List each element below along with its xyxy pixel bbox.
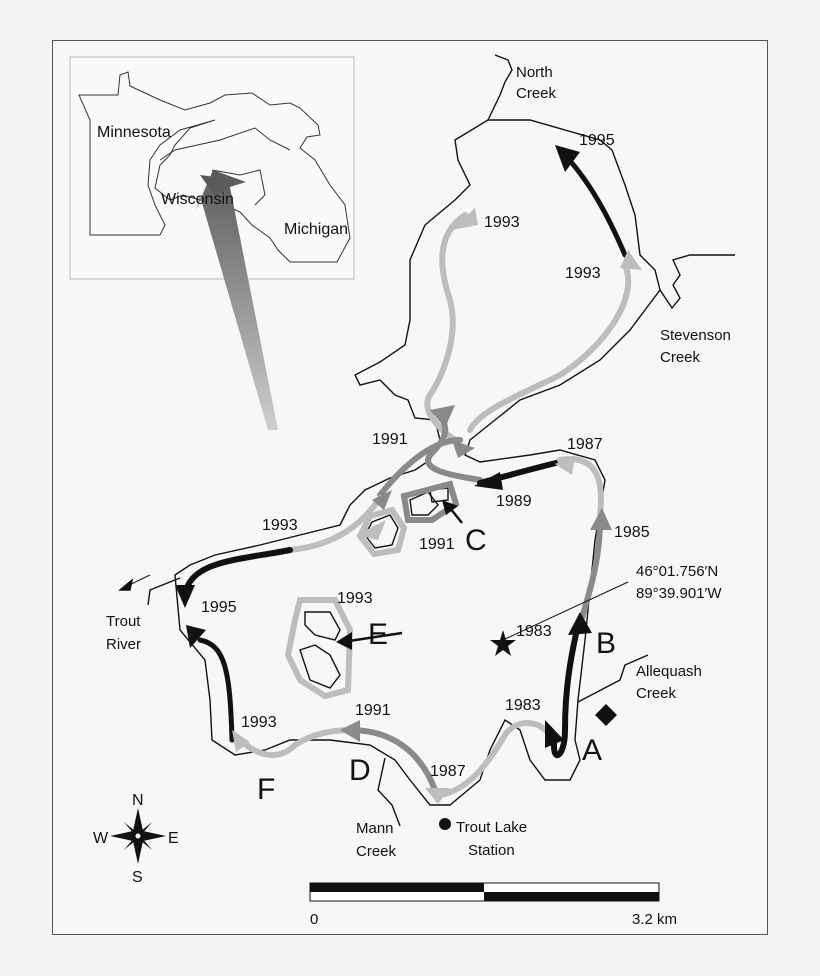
compass-n: N	[132, 792, 144, 809]
scale-start: 0	[310, 911, 318, 928]
island-halos	[284, 480, 460, 700]
year-label: 1991	[419, 536, 455, 553]
mann-creek	[377, 757, 401, 827]
year-label: 1989	[496, 493, 532, 510]
year-label: 1991	[372, 431, 408, 448]
markers	[336, 500, 629, 830]
site-f: F	[257, 773, 275, 806]
site-e: E	[368, 618, 388, 651]
star-icon	[490, 630, 516, 656]
year-label: 1983	[516, 623, 552, 640]
label-coord-lat: 46°01.756′N	[636, 563, 718, 580]
year-label: 1993	[337, 590, 373, 607]
compass-w: W	[93, 830, 109, 847]
inset-label-michigan: Michigan	[284, 221, 348, 238]
year-label: 1993	[484, 214, 520, 231]
year-label: 1993	[262, 517, 298, 534]
year-label: 1987	[567, 436, 603, 453]
inset-map: Minnesota Wisconsin Michigan	[69, 56, 355, 430]
year-label: 1993	[241, 714, 277, 731]
year-label: 1987	[430, 763, 466, 780]
label-trout-river-2: River	[106, 636, 141, 653]
arrowheads	[175, 145, 642, 804]
year-label: 1985	[614, 524, 650, 541]
year-label: 1993	[565, 265, 601, 282]
labels: North Creek Stevenson Creek Trout River …	[106, 64, 731, 860]
diamond-icon	[595, 704, 617, 726]
trout-river	[147, 577, 181, 606]
label-north-creek-1: North	[516, 64, 553, 81]
label-station-1: Trout Lake	[456, 819, 527, 836]
allequash-creek	[577, 654, 649, 703]
site-c: C	[465, 524, 487, 557]
compass-e: E	[168, 830, 179, 847]
site-a: A	[582, 734, 602, 767]
label-trout-river-1: Trout	[106, 613, 141, 630]
site-d: D	[349, 754, 371, 787]
year-label: 1983	[505, 697, 541, 714]
label-allequash-creek-1: Allequash	[636, 663, 702, 680]
label-stevenson-creek-1: Stevenson	[660, 327, 731, 344]
label-coord-lon: 89°39.901′W	[636, 585, 722, 602]
label-north-creek-2: Creek	[516, 85, 557, 102]
label-allequash-creek-2: Creek	[636, 685, 677, 702]
inset-label-wisconsin: Wisconsin	[161, 191, 234, 208]
stevenson-creek	[659, 254, 735, 310]
year-label: 1995	[201, 599, 237, 616]
creeks	[118, 54, 735, 827]
year-label: 1991	[355, 702, 391, 719]
label-mann-creek-1: Mann	[356, 820, 394, 837]
label-station-2: Station	[468, 842, 515, 859]
inset-label-minnesota: Minnesota	[97, 124, 171, 141]
compass-rose-icon	[110, 808, 166, 864]
scale-bar: 0 3.2 km	[309, 882, 677, 928]
north-creek	[487, 54, 513, 121]
site-b: B	[596, 627, 616, 660]
year-label: 1995	[579, 132, 615, 149]
label-mann-creek-2: Creek	[356, 843, 397, 860]
label-stevenson-creek-2: Creek	[660, 349, 701, 366]
station-dot-icon	[439, 818, 451, 830]
scale-end: 3.2 km	[632, 911, 677, 928]
compass-s: S	[132, 869, 143, 886]
